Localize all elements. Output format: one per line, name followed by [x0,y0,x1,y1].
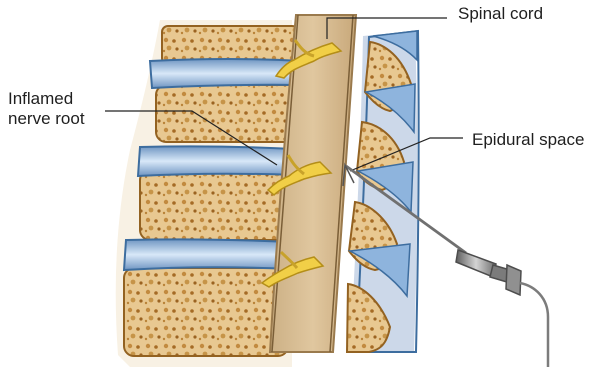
vertebra-middle [140,170,295,240]
catheter-line [520,283,548,367]
epidural-space-label: Epidural space [472,130,584,150]
inflamed-nerve-root-label: Inflamed nerve root [8,89,128,128]
disc-3 [124,239,290,270]
needle-flange [506,265,521,295]
needle-hub [456,250,496,277]
vertebra-upper [156,85,301,142]
spinal-cord-label: Spinal cord [458,4,543,24]
